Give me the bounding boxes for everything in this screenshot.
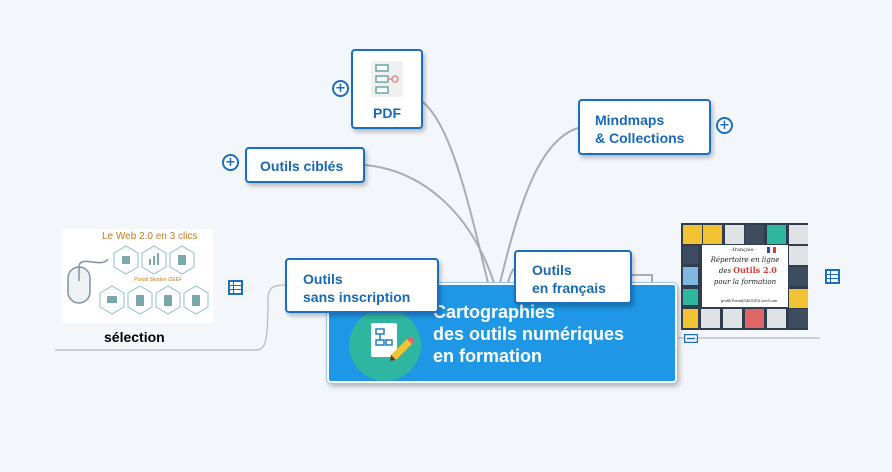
grid-icon-left[interactable] [228,280,243,295]
branch-sans-inscription[interactable]: Outils sans inscription [285,258,439,313]
thumb-line2b: Outils 2.0 [733,265,777,275]
connector-mindmaps [499,127,579,284]
connector-pdf [419,99,489,284]
thumb-line1: Répertoire en ligne [710,256,780,264]
outils20-illustration: -français- Répertoire en ligne des Outil… [681,223,808,330]
branch-mindmaps-collections[interactable]: Mindmaps & Collections [578,99,711,155]
branch-outils-cibles-label: Outils ciblés [260,158,344,174]
expand-mindmaps-button[interactable]: + [716,117,733,134]
expand-outils-cibles-button[interactable]: + [222,154,239,171]
branch-en-francais[interactable]: Outils en français [514,250,632,304]
flowchart-icon [371,61,403,97]
thumb-line2: des [719,267,732,275]
thumb-lang: -français- [731,247,755,253]
expand-pdf-button[interactable]: + [332,80,349,97]
grid-icon [228,280,243,295]
selection-caption: sélection [104,329,165,345]
web20-illustration: Le Web 2.0 en 3 clics Portail Skoden /ZE… [62,229,213,323]
link-icon-right[interactable] [683,330,699,344]
branch-en-francais-label: Outils en français [532,262,606,296]
central-title: Cartographies des outils numériques en f… [433,302,625,366]
connector-outils-cibles [364,164,495,284]
branch-outils-cibles[interactable]: Outils ciblés [245,147,365,183]
web20-thumbnail[interactable]: Le Web 2.0 en 3 clics Portail Skoden /ZE… [62,229,213,323]
connector-left-image [55,284,286,351]
web20-heading: Le Web 2.0 en 3 clics [102,231,197,242]
branch-pdf[interactable]: PDF [351,49,423,129]
connector-francais-right [632,274,653,283]
link-icon [683,333,699,344]
grid-icon [825,269,840,284]
grid-icon-right[interactable] [825,269,840,284]
branch-sans-inscription-label: Outils sans inscription [303,271,411,305]
web20-credit: Portail Skoden /ZEEF [134,277,182,283]
thumb-line3: pour la formation [714,278,777,286]
thumb-footer: profil/Portail/SKODEN.zeef.com [721,299,778,303]
document-pencil-icon [349,309,421,381]
branch-mindmaps-label: Mindmaps & Collections [595,112,685,146]
branch-pdf-label: PDF [373,105,401,121]
outils20-thumbnail[interactable]: -français- Répertoire en ligne des Outil… [681,223,808,330]
